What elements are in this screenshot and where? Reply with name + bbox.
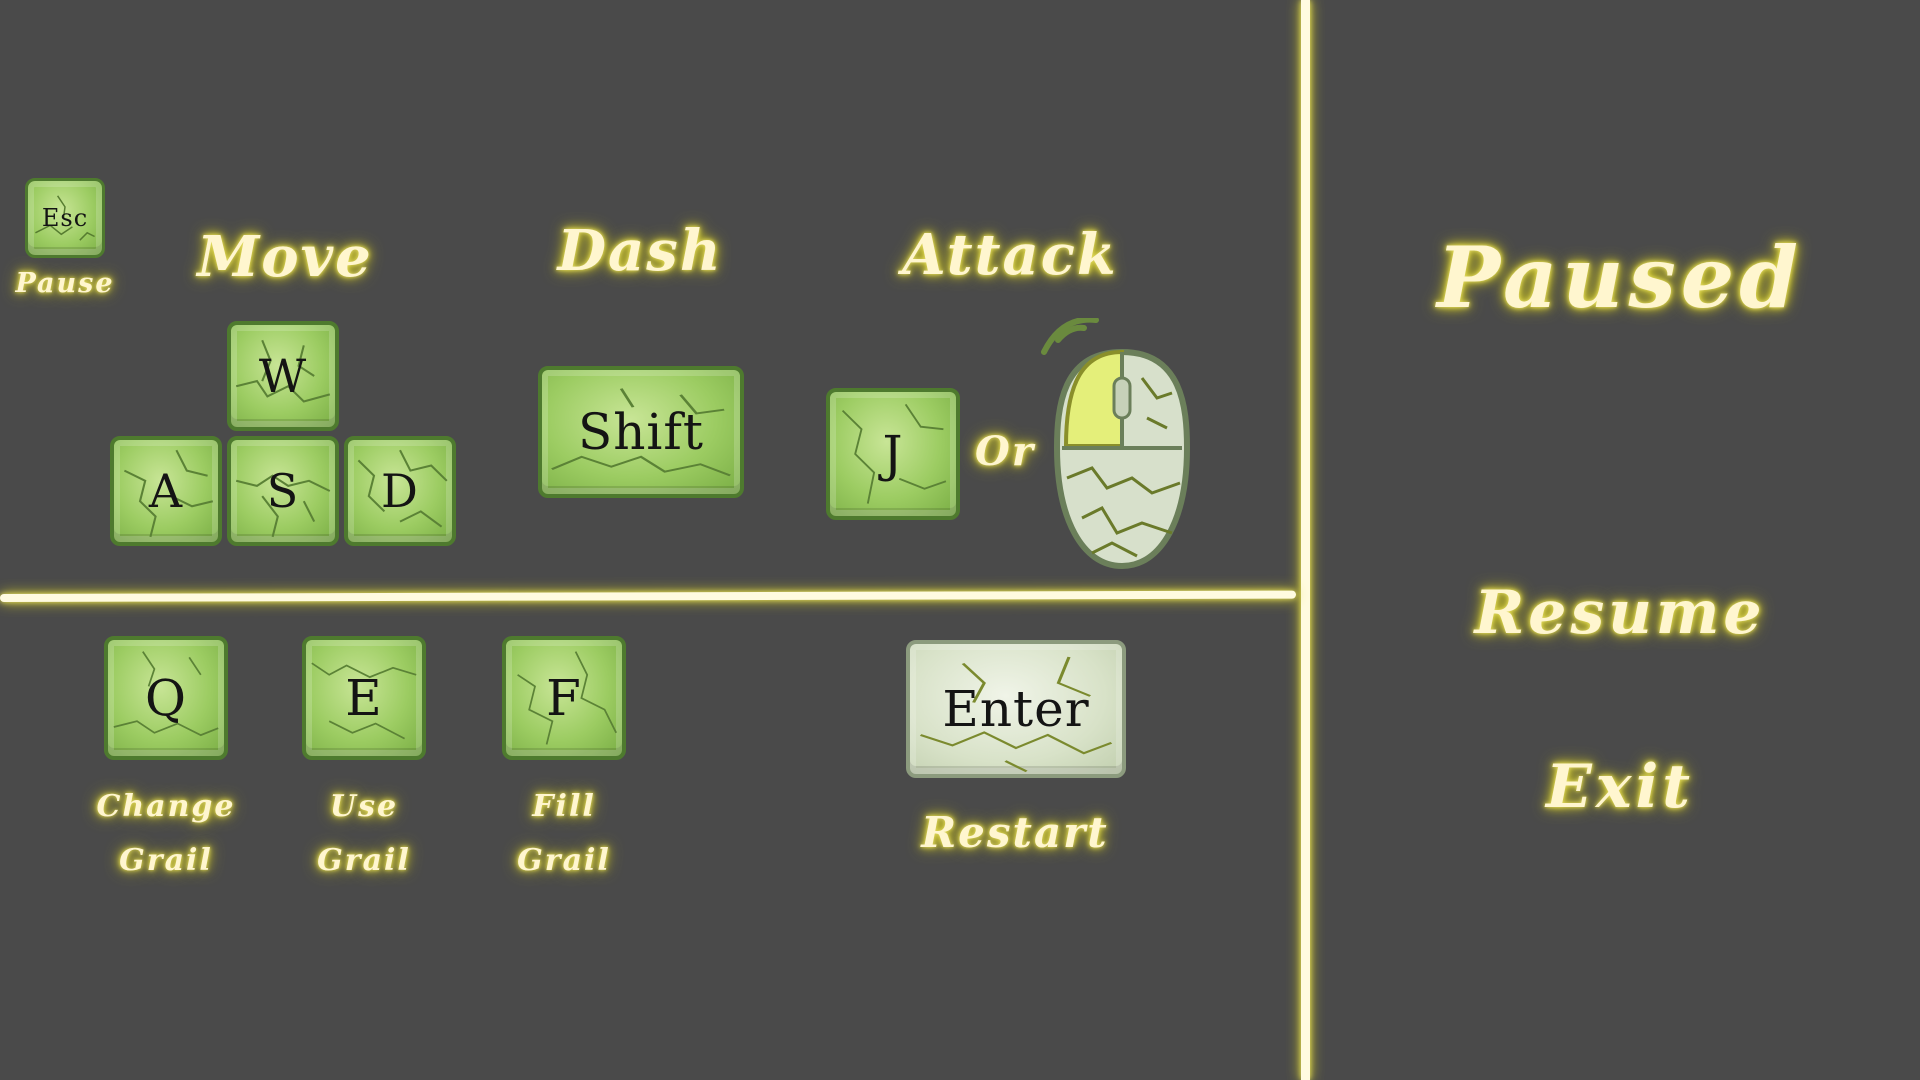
crack-texture bbox=[357, 449, 448, 528]
fill-grail-line2: Grail bbox=[517, 843, 611, 878]
key-w-label: W bbox=[258, 349, 308, 403]
dash-heading: Dash bbox=[557, 218, 723, 284]
fill-grail-line1: Fill bbox=[532, 789, 596, 824]
pause-caption: Pause bbox=[15, 268, 115, 299]
key-j-label: J bbox=[882, 425, 904, 483]
use-grail-line1: Use bbox=[329, 789, 399, 824]
key-a: A bbox=[110, 436, 222, 546]
key-s-label: S bbox=[266, 464, 300, 518]
mouse-left-click-icon bbox=[1041, 318, 1191, 570]
move-heading: Move bbox=[197, 224, 373, 290]
key-f: F bbox=[502, 636, 626, 760]
fill-grail-caption: Fill Grail bbox=[490, 780, 638, 888]
key-esc-label: Esc bbox=[41, 204, 89, 232]
change-grail-caption: Change Grail bbox=[80, 780, 252, 888]
crack-texture bbox=[35, 195, 95, 241]
key-d: D bbox=[344, 436, 456, 546]
key-q: Q bbox=[104, 636, 228, 760]
crack-texture bbox=[841, 403, 947, 504]
attack-heading: Attack bbox=[902, 222, 1118, 288]
key-f-label: F bbox=[546, 669, 582, 727]
key-e-label: E bbox=[345, 669, 383, 727]
crack-texture bbox=[123, 449, 214, 538]
paused-title: Paused bbox=[1437, 228, 1803, 327]
crack-texture bbox=[311, 662, 417, 740]
change-grail-line2: Grail bbox=[119, 843, 213, 878]
key-esc: Esc bbox=[25, 178, 105, 258]
crack-texture bbox=[517, 651, 617, 745]
key-enter-label: Enter bbox=[942, 680, 1090, 738]
crack-texture bbox=[919, 656, 1113, 773]
crack-texture bbox=[113, 651, 219, 737]
use-grail-caption: Use Grail bbox=[290, 780, 438, 888]
key-d-label: D bbox=[381, 464, 419, 518]
crack-texture bbox=[235, 339, 331, 403]
key-shift-label: Shift bbox=[577, 403, 705, 461]
key-j: J bbox=[826, 388, 960, 520]
exit-button[interactable]: Exit bbox=[1545, 752, 1694, 822]
key-shift: Shift bbox=[538, 366, 744, 498]
key-e: E bbox=[302, 636, 426, 760]
key-enter: Enter bbox=[906, 640, 1126, 778]
key-s: S bbox=[227, 436, 339, 546]
horizontal-divider bbox=[0, 590, 1297, 602]
key-w: W bbox=[227, 321, 339, 431]
or-text: Or bbox=[975, 428, 1035, 475]
key-q-label: Q bbox=[145, 669, 187, 727]
crack-texture bbox=[551, 388, 731, 477]
crack-texture bbox=[235, 474, 331, 538]
key-a-label: A bbox=[148, 464, 184, 518]
change-grail-line1: Change bbox=[96, 789, 236, 824]
use-grail-line2: Grail bbox=[317, 843, 411, 878]
resume-button[interactable]: Resume bbox=[1474, 578, 1766, 648]
vertical-divider bbox=[1301, 0, 1310, 1080]
restart-caption: Restart bbox=[921, 808, 1109, 857]
